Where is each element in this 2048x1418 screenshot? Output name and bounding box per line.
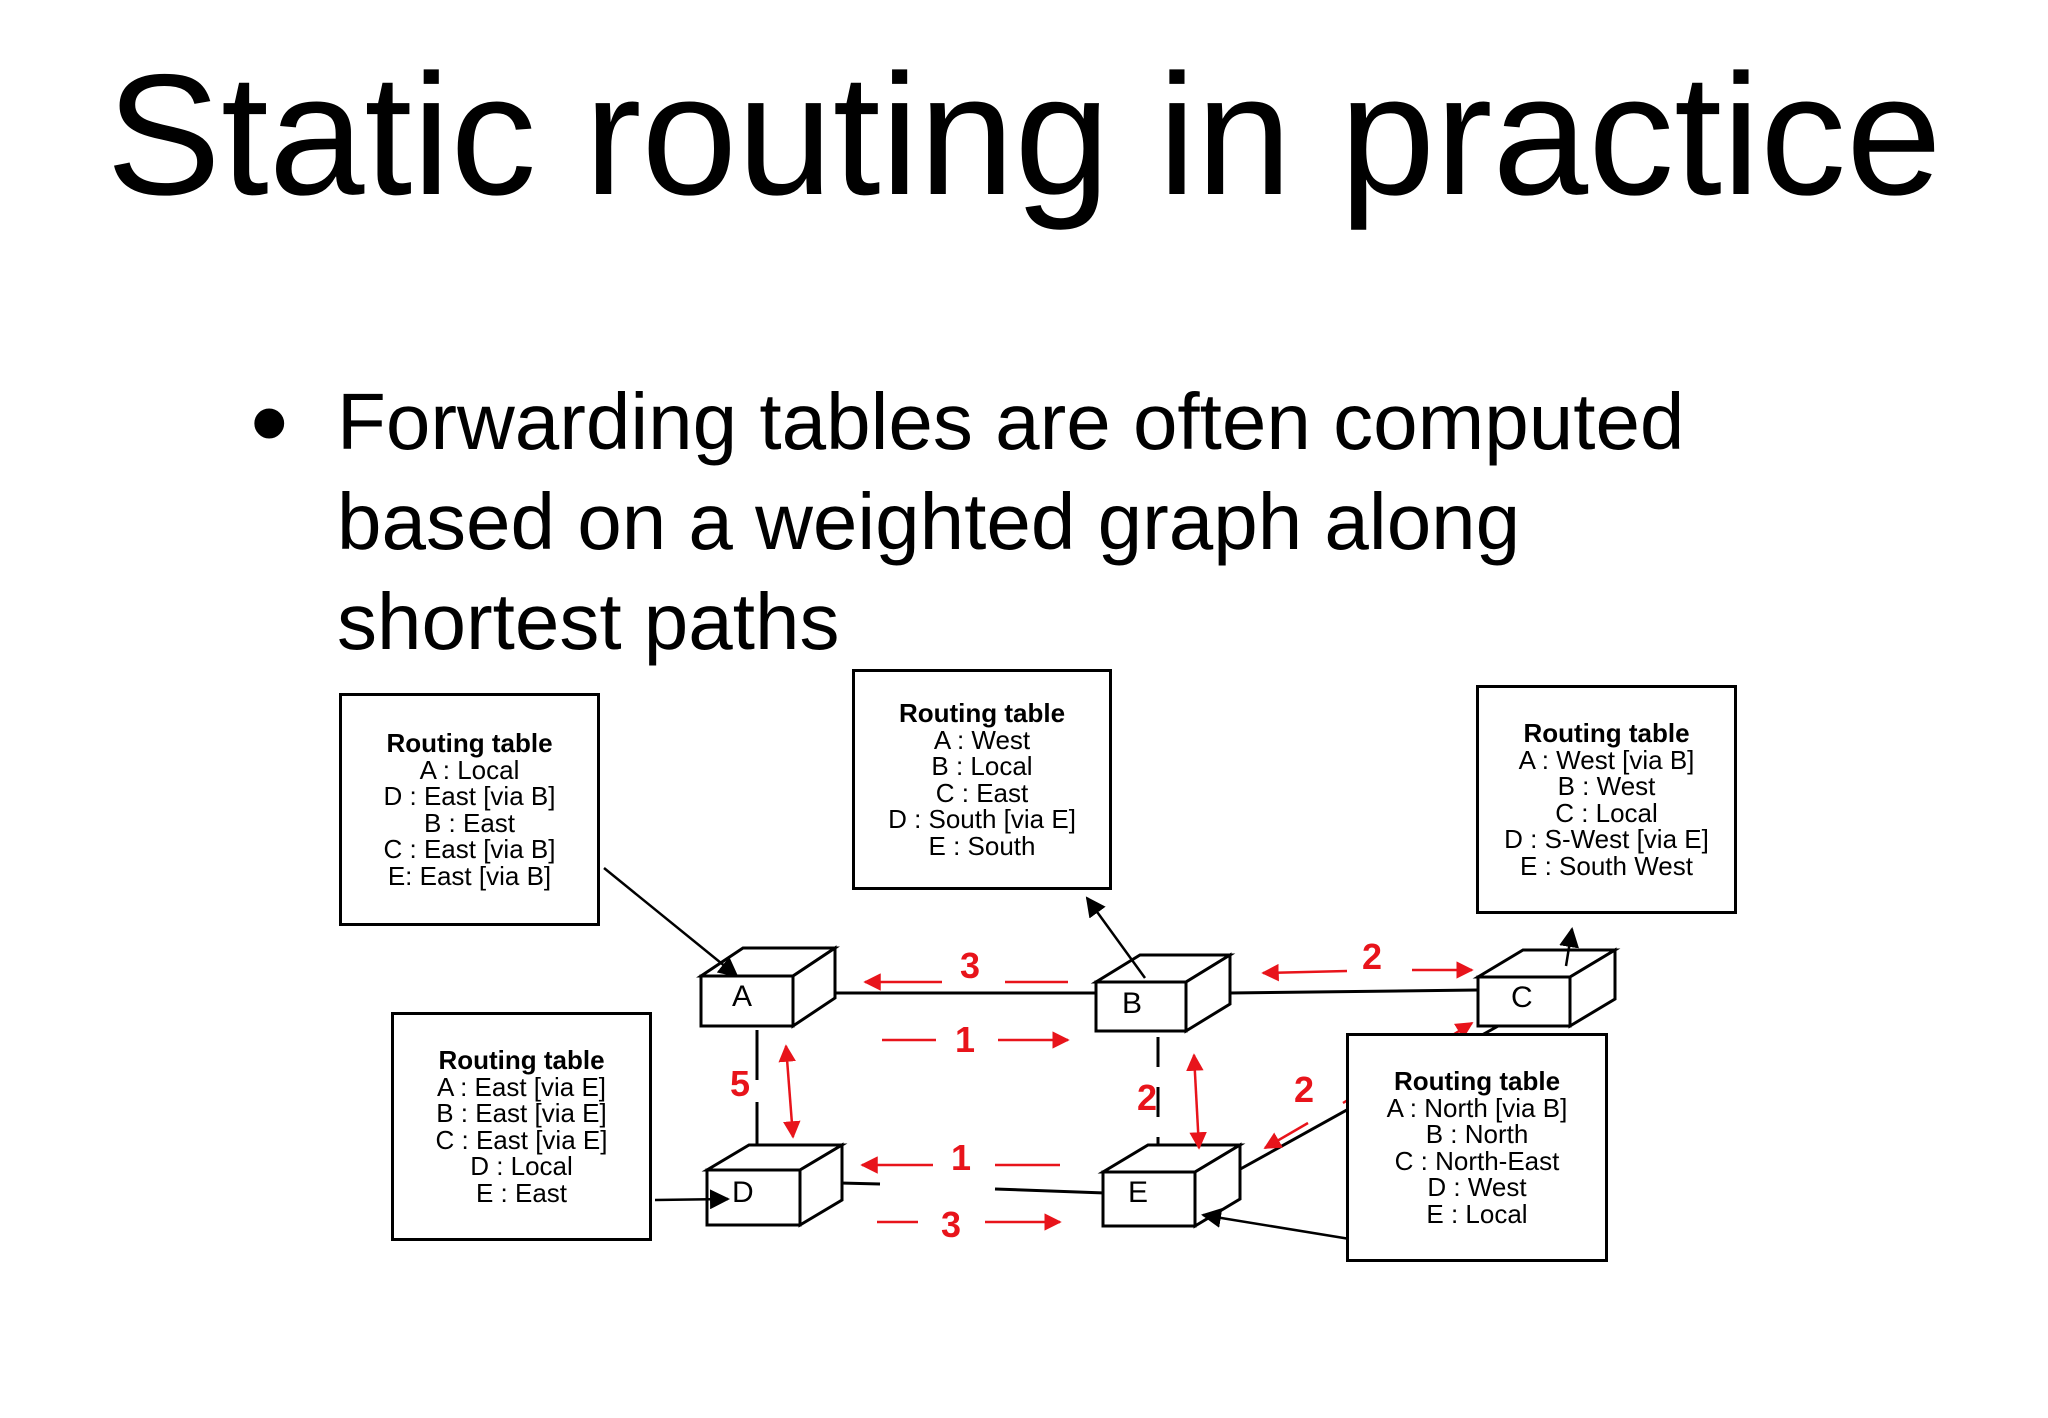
weight-b-a: 1 (955, 1019, 976, 1060)
slide-title: Static routing in practice (106, 39, 1942, 231)
routing-table-b-row: D : South [via E] (888, 804, 1076, 834)
routing-table-d: Routing table A : East [via E] B : East … (391, 1012, 652, 1241)
routing-table-c-row: B : West (1557, 771, 1656, 801)
routing-table-d-row: E : East (475, 1177, 568, 1208)
routing-table-c: Routing table A : West [via B] B : West … (1476, 685, 1737, 914)
arrow-c-to-e (1263, 1121, 1309, 1150)
routing-table-e: Routing table A : North [via B] B : Nort… (1346, 1033, 1608, 1262)
routing-table-a: Routing table A : Local D : East [via B]… (339, 693, 600, 926)
routing-table-a-row: B : East (423, 807, 516, 838)
routing-table-c-row: A : West [via B] (1518, 744, 1695, 775)
routing-table-a-row: D : East [via B] (383, 781, 556, 811)
routing-table-b-row: C : East (935, 777, 1029, 808)
weight-e-c: 2 (1294, 1069, 1315, 1110)
routing-table-e-row: B : North (1425, 1119, 1529, 1149)
routing-table-c-row: D : S-West [via E] (1504, 824, 1709, 854)
weight-b-c: 2 (1362, 936, 1383, 977)
routing-table-b-row: B : Local (931, 751, 1033, 781)
routing-table-b: Routing table A : West B : Local C : Eas… (852, 669, 1112, 890)
routing-table-c-row: E : South West (1520, 850, 1693, 881)
link-d-e-right (994, 1187, 1106, 1195)
routing-table-c-row: C : Local (1555, 797, 1658, 828)
pointer-table-e (1201, 1208, 1357, 1242)
arrow-c-to-b (1261, 963, 1348, 982)
routing-table-b-row: E : South (928, 830, 1036, 861)
routing-table-a-title: Routing table (386, 728, 553, 758)
routing-table-e-title: Routing table (1393, 1066, 1561, 1096)
routing-table-a-row: C : East [via B] (383, 834, 556, 864)
weight-a-d: 5 (730, 1063, 751, 1104)
node-label-e: E (1128, 1176, 1149, 1209)
routing-table-d-row: A : East [via E] (436, 1071, 607, 1102)
node-label-b: B (1122, 987, 1143, 1020)
node-label-c: C (1511, 981, 1533, 1014)
node-label-a: A (732, 980, 753, 1013)
node-label-d: D (732, 1176, 754, 1209)
routing-table-d-row: C : East [via E] (435, 1124, 608, 1155)
routing-table-e-row: D : West (1427, 1172, 1527, 1202)
router-e (1097, 1142, 1246, 1229)
routing-table-d-row: B : East [via E] (436, 1098, 607, 1128)
router-d (701, 1142, 848, 1228)
bullet-dot: • (250, 361, 289, 484)
routing-table-d-row: D : Local (470, 1151, 573, 1181)
routing-table-b-row: A : West (933, 724, 1031, 755)
link-b-c (1229, 988, 1479, 995)
pointer-table-c (1559, 927, 1579, 967)
weight-b-e: 2 (1137, 1077, 1158, 1118)
weight-a-b: 3 (960, 945, 981, 986)
routing-table-a-row: E: East [via B] (387, 860, 552, 891)
router-a (696, 945, 840, 1029)
routing-table-e-row: C : North-East (1394, 1145, 1560, 1176)
table-pointers (603, 867, 1579, 1242)
router-c (1472, 947, 1621, 1029)
routing-table-e-row: E : Local (1426, 1198, 1528, 1229)
arrow-b-e (1186, 1053, 1207, 1150)
router-b (1090, 952, 1236, 1034)
routing-table-d-title: Routing table (438, 1045, 605, 1075)
bullet-text: Forwarding tables are often computed bas… (337, 377, 1685, 666)
pointer-table-b (1085, 896, 1147, 979)
routing-table-b-title: Routing table (898, 698, 1066, 728)
arrow-a-d (778, 1044, 801, 1139)
routing-table-c-title: Routing table (1523, 718, 1690, 748)
pointer-table-a (603, 867, 739, 978)
weight-d-e-bottom: 3 (941, 1204, 962, 1245)
routing-table-e-row: A : North [via B] (1386, 1092, 1568, 1123)
pointer-table-d (654, 1189, 730, 1210)
weight-d-e-top: 1 (951, 1137, 972, 1178)
routing-table-a-row: A : Local (419, 754, 520, 785)
